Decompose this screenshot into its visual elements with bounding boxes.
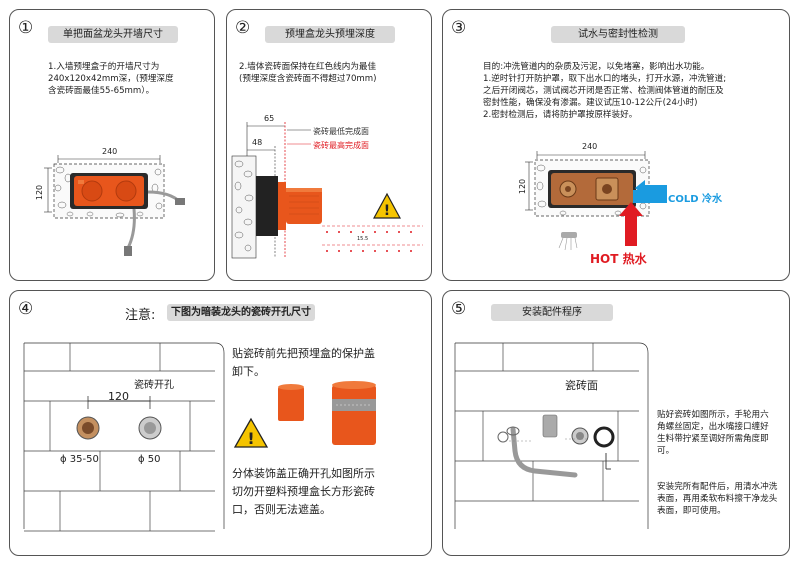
- dim-width-label: 240: [102, 147, 118, 156]
- diameter-1-label: ϕ 35-50: [60, 454, 99, 465]
- step-number: ④: [18, 299, 34, 319]
- step-number: ①: [18, 18, 34, 38]
- label-max-finish: 瓷砖最高完成面: [313, 141, 369, 150]
- dim-48-label: 48: [252, 138, 263, 147]
- scale-label: 15.5: [357, 236, 369, 242]
- step-number: ②: [235, 18, 251, 38]
- instruction-text-2: 分体装饰盖正确开孔如图所示 切勿开塑料预埋盒长方形瓷砖 口，否则无法遮盖。: [232, 467, 375, 516]
- dim-120-label: 120: [108, 390, 129, 403]
- label-min-finish: 瓷砖最低完成面: [313, 127, 369, 136]
- step-number: ⑤: [451, 299, 467, 319]
- note-prefix: 注意:: [125, 308, 156, 323]
- install-diagram: [454, 342, 649, 529]
- cold-water-label: COLD 冷水: [668, 194, 722, 205]
- panel-description: 目的:冲洗管道内的杂质及污泥，以免堵塞，影响出水功能。 1.逆时针打开防护罩，取…: [483, 62, 727, 120]
- instruction-text-1: 贴瓷砖前先把预埋盒的保护盖 卸下。: [232, 347, 375, 378]
- panel-title: 预埋盒龙头预埋深度: [265, 26, 395, 43]
- panel-4: ④ 注意: 下图为暗装龙头的瓷砖开孔尺寸 瓷砖开孔 120 ϕ 35-50 ϕ …: [9, 290, 432, 556]
- diameter-2-label: ϕ 50: [138, 454, 161, 465]
- depth-diagram: !: [231, 122, 423, 259]
- svg-text:!: !: [384, 203, 390, 219]
- box-diagram: [44, 155, 185, 256]
- panel-5: ⑤ 安装配件程序 瓷砖面 贴好瓷砖如图所示，手轮用六 角螺丝固定，出水嘴接口缠好…: [442, 290, 790, 556]
- svg-text:!: !: [247, 429, 254, 448]
- dim-65-label: 65: [264, 114, 275, 123]
- test-diagram: [525, 151, 667, 251]
- panel-description: 2.墙体瓷砖面保持在红色线内为最佳 (预埋深度含瓷砖面不得超过70mm): [239, 62, 377, 84]
- panel-title: 单把面盆龙头开墙尺寸: [48, 26, 178, 43]
- dim-width-label: 240: [582, 142, 598, 151]
- panel-description: 1.入墙预埋盒子的开墙尺寸为 240x120x42mm深，(预埋深度 含瓷砖面最…: [48, 62, 174, 96]
- panel-title: 试水与密封性检测: [551, 26, 685, 43]
- hot-water-label: HOT 热水: [590, 252, 647, 266]
- panel-title: 下图为暗装龙头的瓷砖开孔尺寸: [167, 304, 315, 321]
- instruction-text-1: 贴好瓷砖如图所示，手轮用六 角螺丝固定，出水嘴接口缠好 生料带拧紧至调好所需角度…: [657, 410, 769, 456]
- tile-surface-label: 瓷砖面: [565, 379, 598, 392]
- panel-title: 安装配件程序: [491, 304, 613, 321]
- instruction-text-2: 安装完所有配件后，用清水冲洗 表面，再用柔软布料擦干净龙头 表面，即可使用。: [657, 482, 778, 516]
- tile-hole-label: 瓷砖开孔: [134, 380, 174, 391]
- step-number: ③: [451, 18, 467, 38]
- panel-3: ③ 试水与密封性检测 目的:冲洗管道内的杂质及污泥，以免堵塞，影响出水功能。 1…: [442, 9, 790, 281]
- panel-2: ② 预埋盒龙头预埋深度 2.墙体瓷砖面保持在红色线内为最佳 (预埋深度含瓷砖面不…: [226, 9, 432, 281]
- panel-1: ① 单把面盆龙头开墙尺寸 1.入墙预埋盒子的开墙尺寸为 240x120x42mm…: [9, 9, 215, 281]
- tile-hole-diagram: !: [23, 342, 376, 532]
